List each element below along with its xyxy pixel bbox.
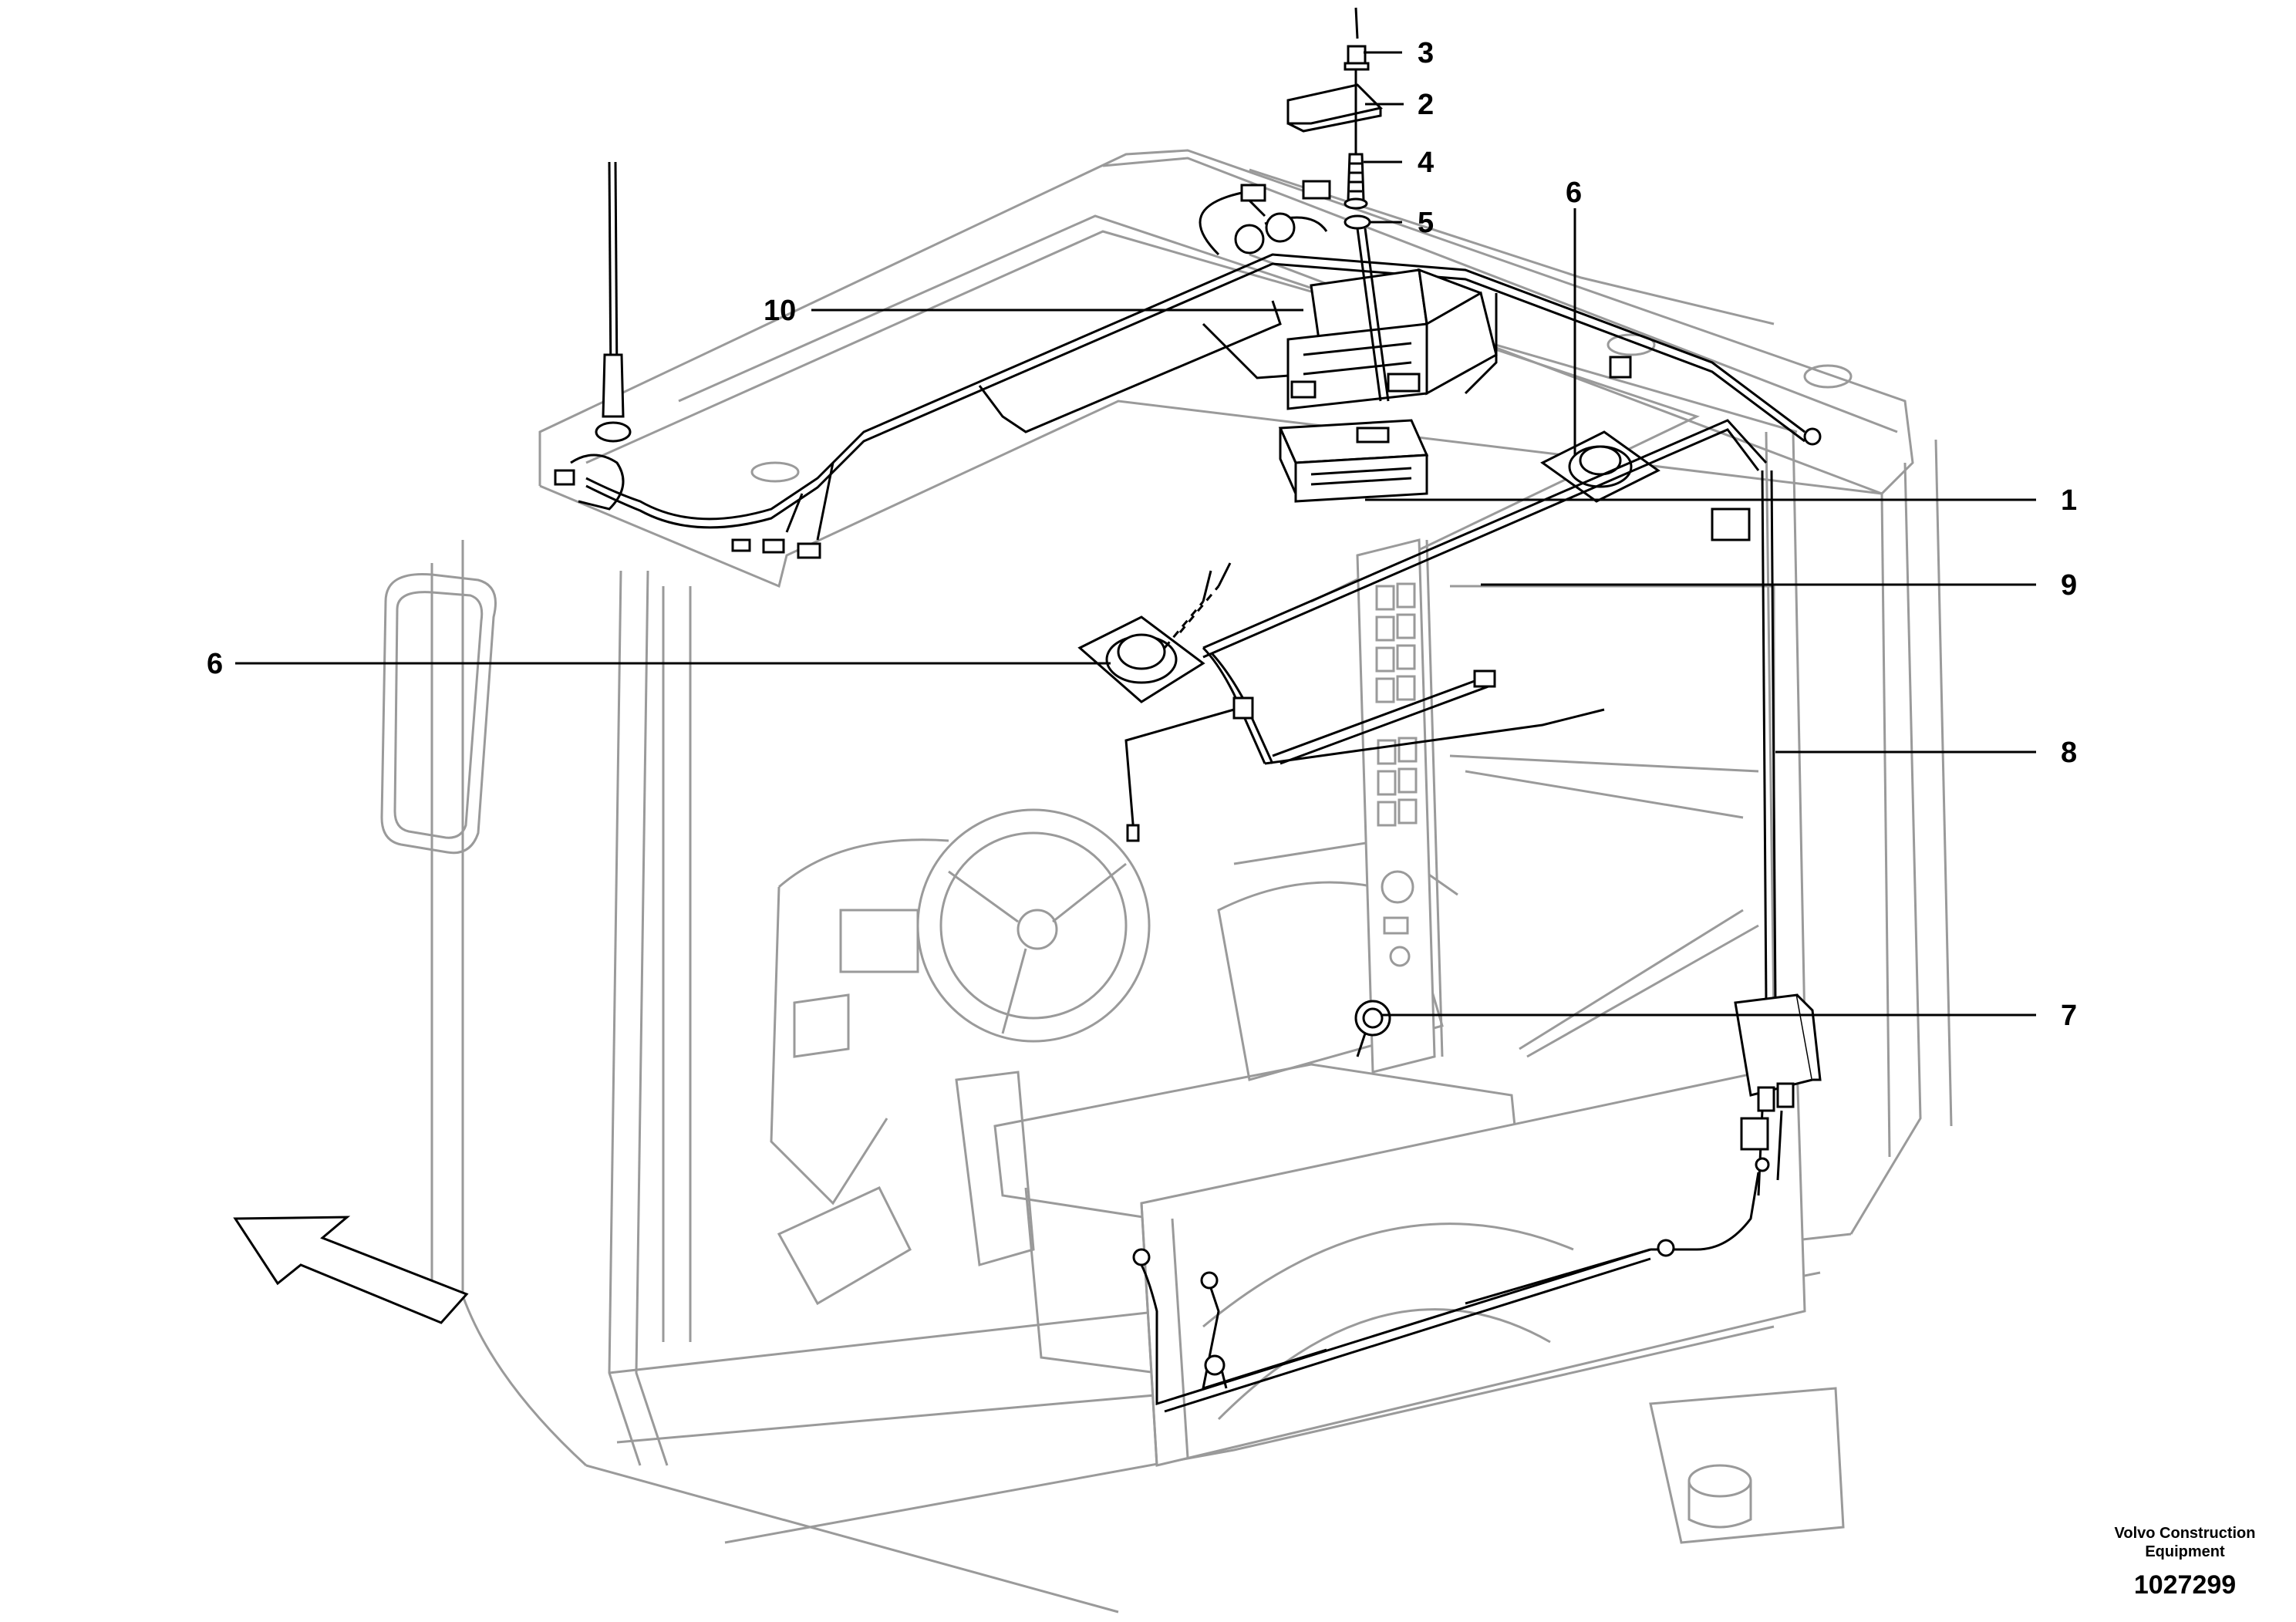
drawing-number: 1027299: [2134, 1570, 2236, 1600]
roof-wiring-harness: [554, 180, 1822, 559]
radio-unit: [1286, 268, 1498, 410]
washer: [1344, 214, 1371, 230]
callout-8: 8: [2061, 737, 2077, 769]
antenna: [595, 161, 632, 443]
callout-9: 9: [2061, 569, 2077, 602]
speaker-cable: [1124, 419, 1768, 842]
roof-channel: [978, 300, 1282, 433]
callout-5: 5: [1418, 207, 1434, 239]
parts: [233, 7, 1822, 1413]
callout-labels: 1 2 3 4 5 6 6 7 8 9 10: [207, 37, 2077, 1032]
forward-direction-arrow: [233, 1216, 469, 1324]
company-name-line1: Volvo Construction: [2115, 1525, 2256, 1542]
cab-structure: [380, 149, 1953, 1614]
bracket: [1286, 83, 1383, 125]
callout-3: 3: [1418, 37, 1434, 69]
switch-panel: [1375, 582, 1418, 967]
speaker-left: [1077, 562, 1232, 703]
footer: Volvo Construction Equipment 1027299: [2115, 1525, 2256, 1600]
callout-6-left-speaker: 6: [207, 648, 223, 680]
relay-box: [1650, 993, 1822, 1251]
screw: [1344, 69, 1368, 210]
company-name-line2: Equipment: [2145, 1543, 2225, 1560]
callout-6-right-speaker: 6: [1566, 177, 1582, 209]
callout-7: 7: [2061, 1000, 2077, 1032]
callout-4: 4: [1418, 147, 1434, 179]
speaker-right: [1540, 430, 1660, 503]
power-socket: [1354, 1000, 1391, 1057]
callout-10: 10: [764, 295, 796, 327]
callout-1: 1: [2061, 484, 2077, 517]
leader-lines: [235, 51, 2036, 1017]
power-cable: [1761, 470, 1777, 1003]
radio-front-panel: [1278, 419, 1429, 503]
nut: [1344, 7, 1370, 71]
callout-2: 2: [1418, 89, 1434, 121]
rear-harness: [1132, 1239, 1675, 1413]
